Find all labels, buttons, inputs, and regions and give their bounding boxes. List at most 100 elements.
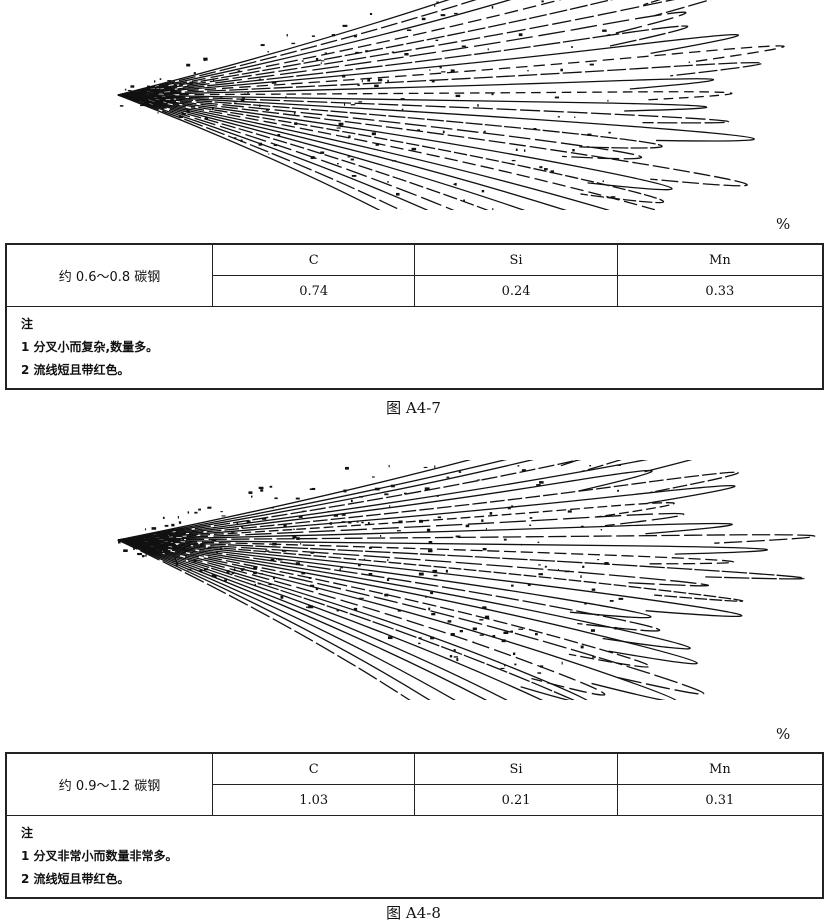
spark-burst <box>300 543 302 545</box>
spark-streamline <box>117 539 705 695</box>
spark-burst <box>591 588 596 591</box>
spark-burst <box>293 112 296 115</box>
spark-burst <box>351 174 357 177</box>
spark-burst <box>310 156 315 159</box>
spark-burst <box>403 492 407 495</box>
spark-burst <box>143 89 147 93</box>
value-si: 0.21 <box>414 784 618 816</box>
spark-streamline <box>117 94 659 210</box>
spark-burst <box>170 92 175 94</box>
spark-burst <box>543 168 548 171</box>
value-mn: 0.33 <box>616 275 824 307</box>
spark-streamline <box>117 539 508 700</box>
composition-table-a4-8: 约 0.9～1.2 碳钢 C Si Mn 1.03 0.21 0.31 注 1 … <box>5 752 824 899</box>
spark-burst <box>258 486 264 489</box>
spark-burst <box>453 183 456 185</box>
spark-burst <box>253 566 258 570</box>
spark-burst <box>429 69 431 71</box>
note-1: 1 分叉小而复杂,数量多。 <box>21 340 159 354</box>
spark-streamline <box>117 460 581 541</box>
spark-streamline <box>117 91 733 101</box>
value-c: 1.03 <box>211 784 416 816</box>
spark-burst <box>424 487 430 491</box>
spark-burst <box>481 519 484 522</box>
header-c: C <box>211 752 416 785</box>
spark-burst <box>388 464 390 468</box>
spark-burst <box>174 557 177 561</box>
spark-burst <box>258 582 261 585</box>
spark-burst <box>221 515 226 517</box>
spark-burst <box>203 57 208 61</box>
spark-burst <box>477 104 479 107</box>
spark-burst <box>233 101 238 103</box>
spark-burst <box>503 631 509 635</box>
spark-burst <box>142 554 145 558</box>
spark-burst <box>240 99 245 102</box>
spark-burst <box>333 514 339 517</box>
spark-burst <box>159 78 162 80</box>
spark-burst <box>589 63 594 66</box>
spark-burst <box>401 108 404 111</box>
spark-burst <box>390 484 395 488</box>
spark-burst <box>350 499 353 503</box>
spark-streamline <box>117 94 643 160</box>
spark-burst <box>260 44 265 47</box>
spark-burst <box>418 637 422 639</box>
spark-burst <box>431 79 435 83</box>
spark-burst <box>367 78 371 82</box>
spark-burst <box>590 629 595 632</box>
spark-streamline <box>117 539 698 665</box>
spark-streamline <box>117 460 508 541</box>
spark-burst <box>374 487 380 491</box>
spark-burst <box>344 466 349 470</box>
spark-burst <box>272 576 276 580</box>
spark-burst <box>348 521 352 524</box>
spark-burst <box>348 135 351 139</box>
spark-burst <box>375 143 379 146</box>
notes-cell: 注 1 分叉小而复杂,数量多。 2 流线短且带红色。 <box>5 306 824 390</box>
spark-burst <box>485 527 487 530</box>
note-2: 2 流线短且带红色。 <box>21 363 130 377</box>
notes-cell: 注 1 分叉非常小而数量非常多。 2 流线短且带红色。 <box>5 815 824 899</box>
spark-burst <box>292 535 297 539</box>
spark-burst <box>270 558 275 562</box>
spark-burst <box>445 569 448 573</box>
spark-burst <box>341 521 346 523</box>
spark-burst <box>224 579 227 582</box>
unit-label: % <box>776 725 791 743</box>
value-mn: 0.31 <box>616 784 824 816</box>
spark-burst <box>397 609 402 612</box>
spark-streamline <box>117 539 575 700</box>
spark-burst <box>207 506 212 509</box>
spark-streamline <box>117 94 429 210</box>
spark-burst <box>472 641 475 643</box>
spark-burst <box>179 83 182 87</box>
spark-streamline <box>117 61 763 96</box>
spark-burst <box>482 547 487 551</box>
spark-burst <box>273 144 278 147</box>
spark-burst <box>439 65 442 69</box>
spark-burst <box>308 577 312 579</box>
spark-burst <box>537 541 540 544</box>
spark-burst <box>387 636 393 640</box>
spark-burst <box>258 142 263 146</box>
spark-burst <box>446 476 450 479</box>
spark-burst <box>507 506 511 510</box>
spark-burst <box>592 656 596 658</box>
spark-burst <box>432 569 438 573</box>
spark-burst <box>372 476 375 478</box>
spark-burst <box>492 208 494 210</box>
spark-burst <box>350 104 356 106</box>
spark-burst <box>192 530 195 533</box>
spark-streamline <box>117 539 805 580</box>
spark-streamline <box>117 512 685 541</box>
spark-burst <box>211 574 217 578</box>
spark-burst <box>265 108 269 111</box>
spark-burst <box>301 60 304 62</box>
spark-burst <box>172 561 178 563</box>
spark-streamline <box>117 539 709 587</box>
spark-burst <box>182 547 186 551</box>
spark-burst <box>350 158 355 161</box>
spark-burst <box>425 595 427 598</box>
